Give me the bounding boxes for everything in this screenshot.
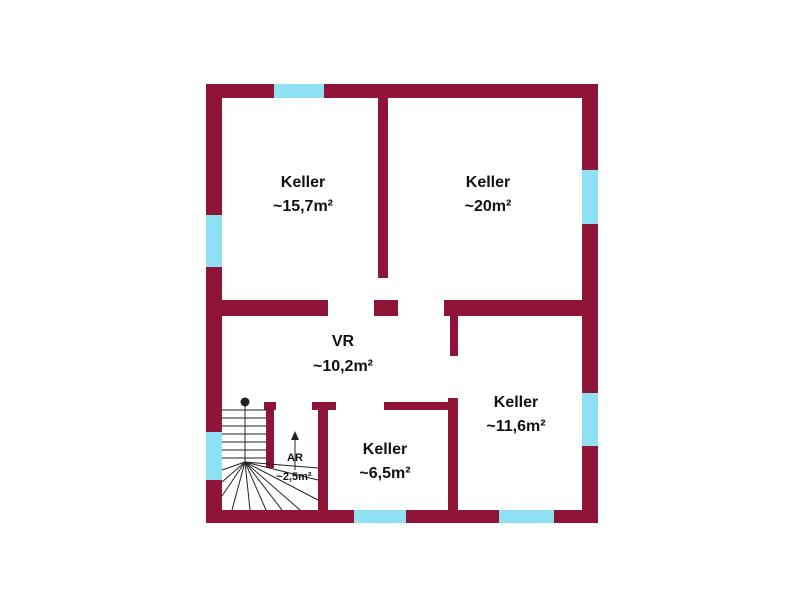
room-name-keller-c: Keller xyxy=(494,394,538,411)
room-area-keller-b: ~20m² xyxy=(465,198,512,215)
wall-top-left xyxy=(206,84,274,98)
wall-ar-right-cap xyxy=(312,402,336,410)
room-name-keller-b: Keller xyxy=(466,174,510,191)
wall-stair-divider-cap xyxy=(264,402,276,410)
wall-keller-divider xyxy=(448,398,458,512)
room-name-keller-a: Keller xyxy=(281,174,325,191)
window-right-lower xyxy=(582,393,598,446)
wall-horizontal-left xyxy=(220,300,328,316)
room-name-vr: VR xyxy=(332,333,355,350)
window-left-upper xyxy=(206,215,222,267)
wall-ar-right xyxy=(318,406,328,512)
room-area-ar: ~2,5m² xyxy=(276,471,311,483)
wall-top-right xyxy=(324,84,598,98)
wall-horizontal-right xyxy=(444,300,586,316)
wall-stub-right xyxy=(450,314,458,356)
room-area-keller-d: ~6,5m² xyxy=(359,465,410,482)
window-bottom-right xyxy=(499,510,554,523)
wall-divider-upper xyxy=(378,96,388,278)
wall-right-3 xyxy=(582,446,598,523)
stair-treads xyxy=(221,409,319,511)
wall-left-1 xyxy=(206,84,222,215)
windows xyxy=(206,84,598,523)
room-area-keller-c: ~11,6m² xyxy=(486,418,545,435)
window-bottom-left xyxy=(354,510,406,523)
room-name-ar: AR xyxy=(287,452,303,464)
room-area-vr: ~10,2m² xyxy=(313,358,373,375)
window-left-lower xyxy=(206,432,222,480)
stair-start-dot xyxy=(240,397,250,407)
walls xyxy=(206,84,598,523)
wall-left-2 xyxy=(206,267,222,432)
wall-stair-divider xyxy=(266,406,274,468)
window-top xyxy=(274,84,324,98)
room-area-keller-a: ~15,7m² xyxy=(273,198,333,215)
wall-keller-small-top xyxy=(384,402,454,410)
window-right-upper xyxy=(582,170,598,224)
wall-right-2 xyxy=(582,224,598,393)
room-labels: Keller ~15,7m² Keller ~20m² VR ~10,2m² K… xyxy=(273,174,546,483)
staircase xyxy=(221,397,319,511)
wall-bottom-2 xyxy=(406,510,499,523)
wall-bottom-3 xyxy=(554,510,598,523)
wall-stub-center xyxy=(374,300,398,316)
room-name-keller-d: Keller xyxy=(363,441,407,458)
arrow-head-icon xyxy=(291,431,299,440)
wall-right-1 xyxy=(582,84,598,170)
wall-bottom-1 xyxy=(206,510,354,523)
